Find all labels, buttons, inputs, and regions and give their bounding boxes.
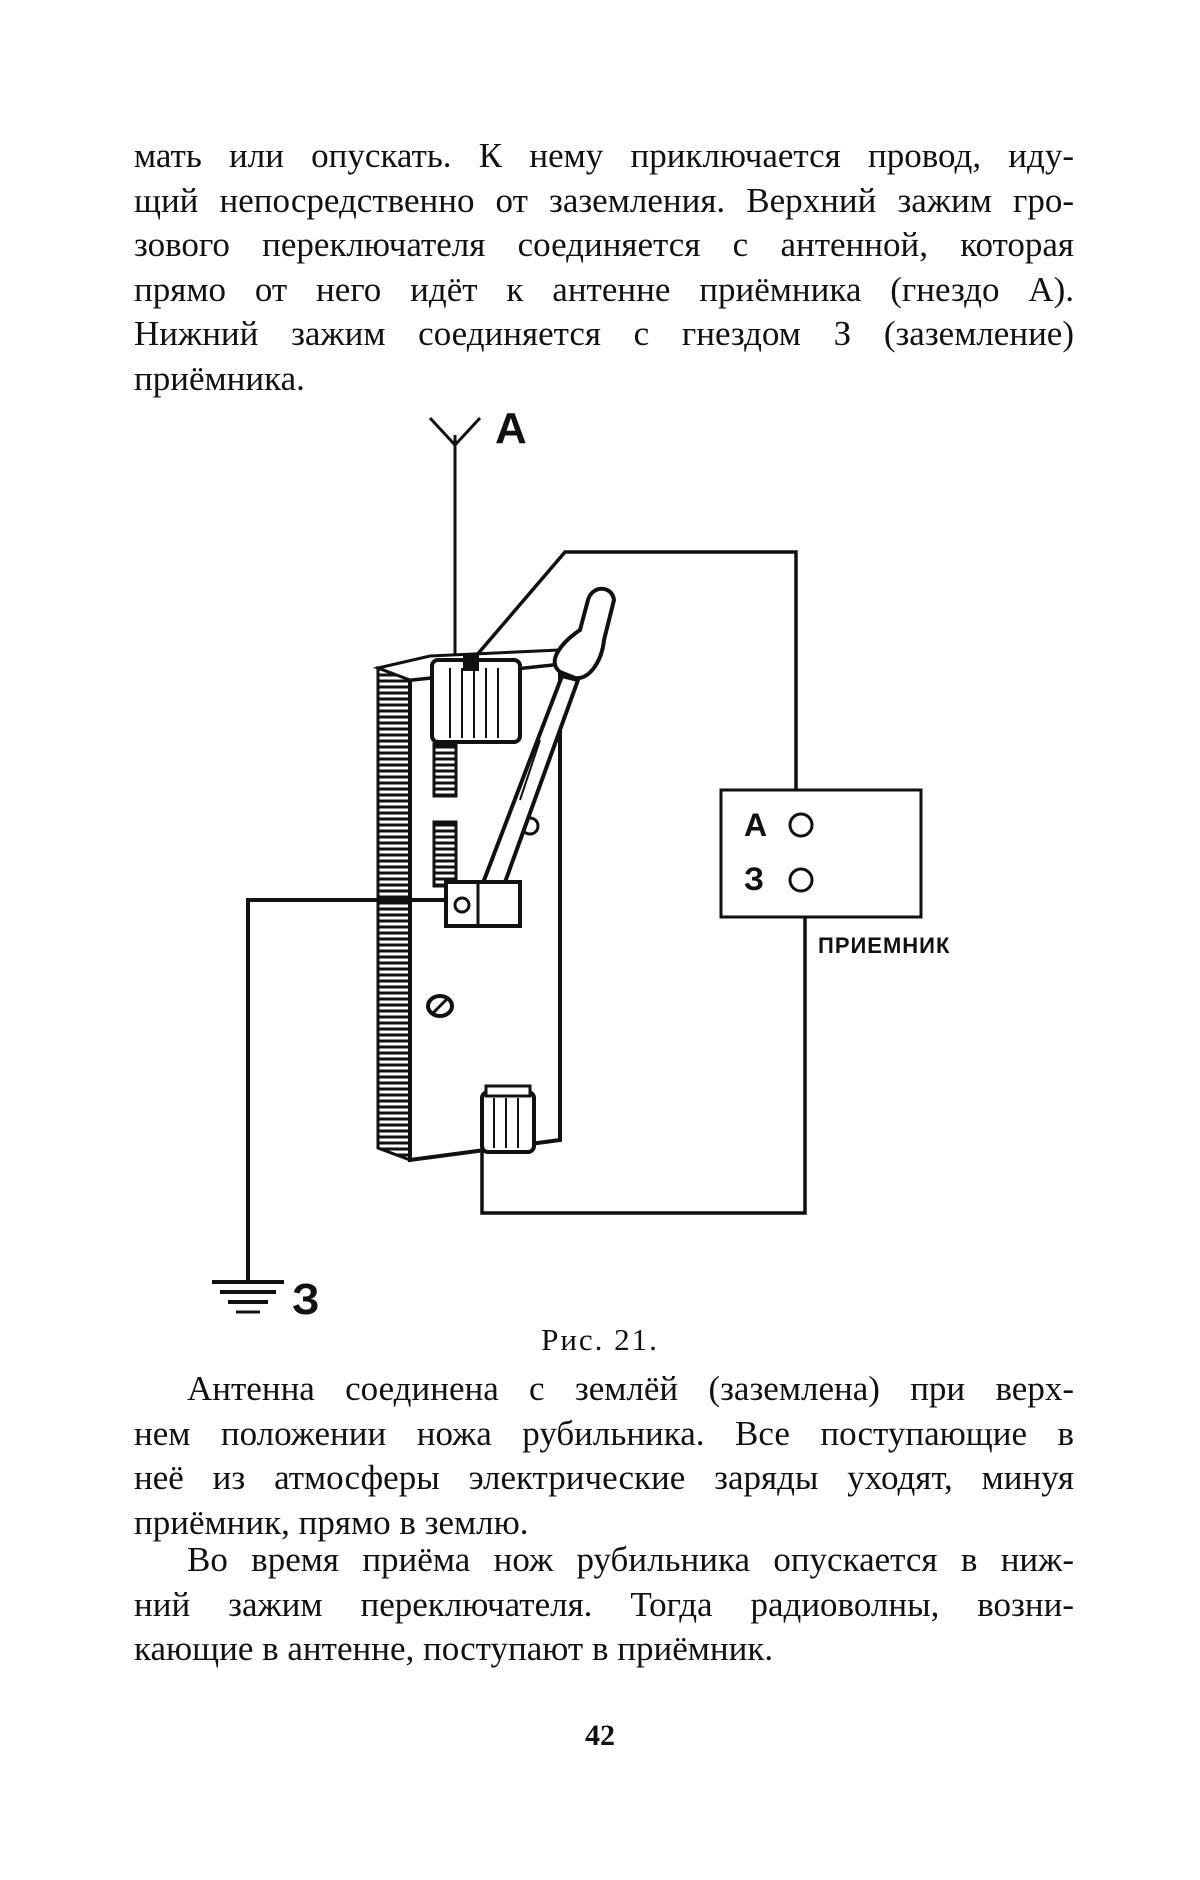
text-line: Нижний зажим соединяется с гнездом З (за… — [134, 314, 1074, 353]
text-line: нем положении ножа рубильника. Все посту… — [134, 1413, 1074, 1453]
base-slot — [432, 742, 458, 798]
lightning-switch-diagram: А З — [212, 404, 950, 1320]
switch-handle — [552, 586, 617, 681]
ground-wire — [246, 898, 378, 1280]
paragraph-3: Во время приёма нож рубильника опускаетс… — [134, 1538, 1074, 1672]
lower-clamp — [480, 1084, 536, 1154]
antenna-icon — [428, 416, 482, 660]
figure-caption: Рис. 21. — [541, 1322, 659, 1357]
ground-label: З — [292, 1275, 320, 1320]
ground-return-wire — [480, 882, 807, 1215]
text-line: приёмник, прямо в землю. — [134, 1502, 529, 1542]
switch-hinge — [444, 880, 522, 928]
text-line: Антенна соединена с землёй (заземлена) п… — [187, 1369, 1074, 1408]
paragraph-top: мать или опускать. К нему приключается п… — [134, 134, 1074, 401]
base-slot — [432, 820, 458, 888]
receiver-socket-a-label: А — [744, 807, 767, 843]
text-line: мать или опускать. К нему приключается п… — [134, 136, 1074, 175]
antenna-label: А — [495, 404, 527, 453]
text-line: кающие в антенне, поступают в приёмник. — [134, 1629, 774, 1668]
socket-a-icon — [788, 812, 814, 838]
ground-icon — [212, 1280, 284, 1314]
receiver-socket-z-label: З — [744, 861, 764, 897]
text-line: ний зажим переключателя. Тогда радиоволн… — [134, 1584, 1074, 1624]
receiver-box — [719, 788, 923, 919]
text-line: неё из атмосферы электрические заряды ух… — [134, 1458, 1074, 1497]
antenna-wire — [468, 550, 798, 810]
switch-base-side — [376, 665, 412, 1163]
text-line: зового переключателя соединяется с антен… — [134, 225, 1074, 264]
text-line: приёмника. — [134, 358, 305, 398]
upper-clamp — [430, 655, 522, 744]
paragraph-2: Антенна соединена с землёй (заземлена) п… — [134, 1367, 1074, 1545]
text-line: прямо от него идёт к антенне приёмника (… — [134, 269, 1074, 309]
receiver-label: ПРИЕМНИК — [818, 933, 950, 958]
text-line: щий непосредственно от заземления. Верхн… — [134, 180, 1074, 220]
mounting-hole-icon — [426, 994, 454, 1018]
socket-z-icon — [788, 867, 814, 893]
text-line: Во время приёма нож рубильника опускаетс… — [187, 1540, 1074, 1579]
page-number: 42 — [585, 1719, 615, 1752]
